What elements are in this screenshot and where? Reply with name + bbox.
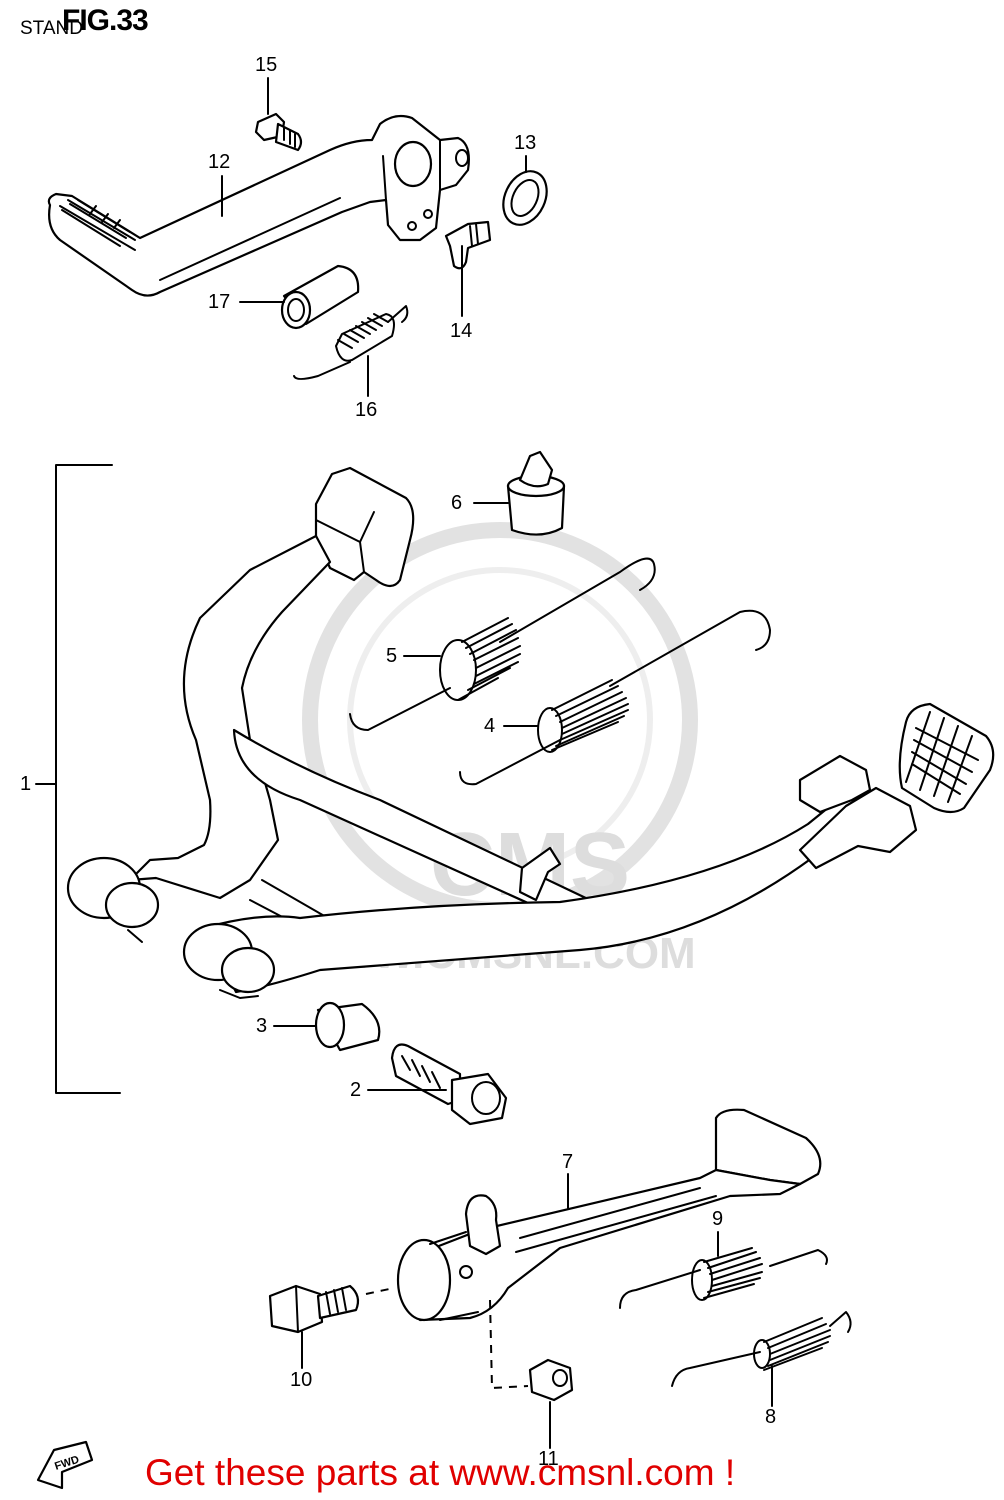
callout-2: 2 — [350, 1079, 362, 1101]
callout-13: 13 — [514, 132, 537, 154]
callout-12: 12 — [208, 151, 231, 173]
part-4-spring — [459, 609, 771, 786]
callout-9: 9 — [712, 1208, 724, 1230]
callout-6: 6 — [451, 492, 463, 514]
callout-7: 7 — [562, 1151, 574, 1173]
callout-10: 10 — [290, 1369, 313, 1391]
part-15-bolt — [254, 112, 303, 152]
part-14-clip — [444, 220, 492, 270]
part-16-spring — [293, 305, 409, 380]
part-11-nut — [489, 1299, 574, 1402]
part-3-collar — [314, 1001, 381, 1052]
callout-11: 11 — [538, 1448, 559, 1470]
callout-16: 16 — [355, 399, 378, 421]
part-13-washer — [502, 170, 548, 226]
footer-link[interactable]: Get these parts at www.cmsnl.com ! — [145, 1452, 736, 1493]
callout-14: 14 — [450, 320, 473, 342]
part-8-spring — [671, 1311, 852, 1387]
callout-1: 1 — [20, 773, 32, 795]
leader-lines — [35, 77, 773, 1449]
callout-17: 17 — [208, 291, 231, 313]
part-12-brake-pedal — [47, 114, 470, 297]
part-10-bolt — [268, 1284, 395, 1334]
part-7-side-stand — [396, 1108, 822, 1322]
figure-subtitle: STAND — [20, 18, 83, 39]
callout-4: 4 — [484, 715, 496, 737]
callout-8: 8 — [765, 1406, 777, 1428]
part-9-spring — [619, 1247, 828, 1309]
part-6-stopper — [506, 450, 566, 536]
callout-3: 3 — [256, 1015, 268, 1037]
part-1-center-stand — [55, 464, 995, 1094]
part-17-collar — [280, 264, 360, 330]
part-5-spring — [349, 557, 656, 731]
callout-15: 15 — [255, 54, 278, 76]
part-2-bolt — [390, 1043, 508, 1126]
figure-title: FIG.33 — [62, 4, 149, 37]
fwd-arrow-icon: FWD — [36, 1440, 94, 1490]
callout-5: 5 — [386, 645, 398, 667]
